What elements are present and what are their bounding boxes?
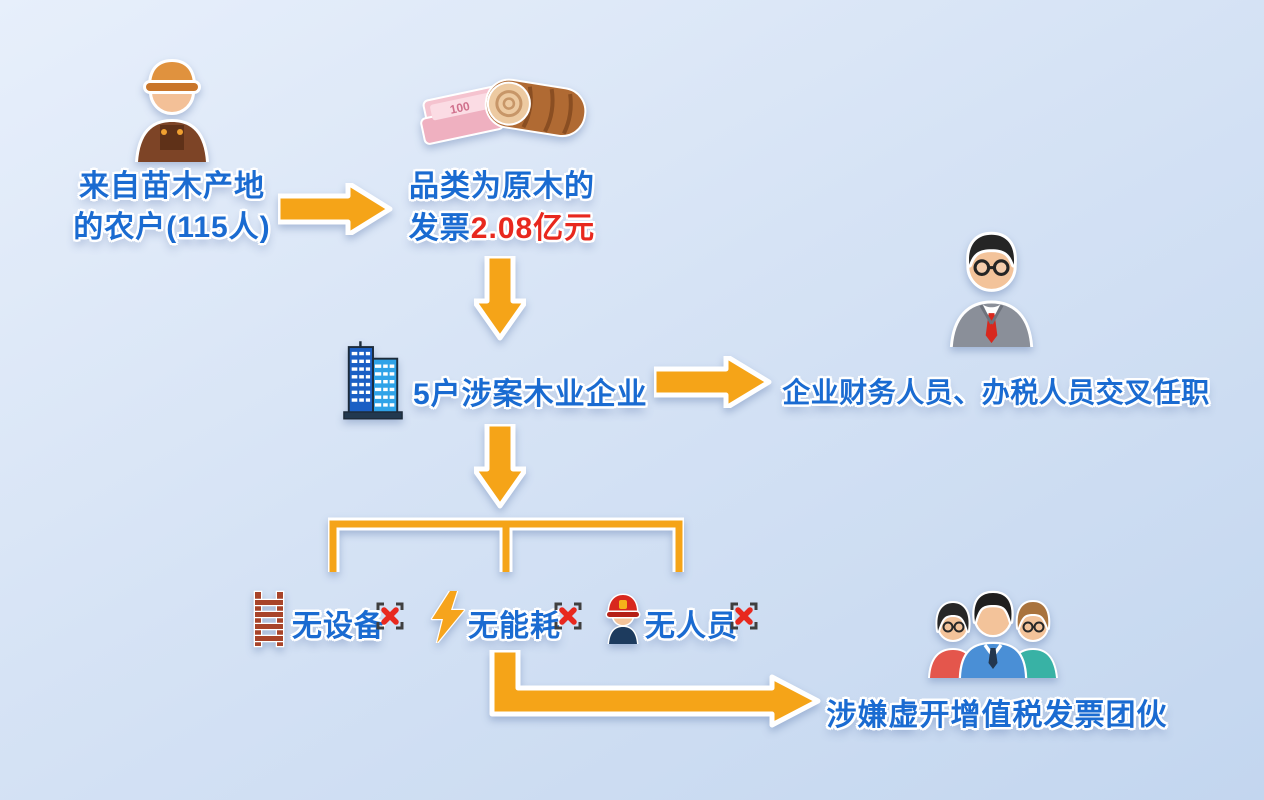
flow-arrow-checks-to-gang	[489, 650, 821, 728]
farmer-icon	[135, 59, 209, 162]
farmers-label-line2: 的农户(115人)	[73, 211, 271, 244]
flow-arrow-farmers-to-invoice	[278, 183, 393, 235]
no-equipment-label: 无设备	[292, 610, 385, 643]
gang-label: 涉嫌虚开增值税发票团伙	[826, 699, 1168, 732]
flow-arrow-companies-to-staff	[654, 356, 772, 408]
invoice-prefix: 发票	[408, 212, 471, 245]
x-mark-icon-energy	[554, 602, 582, 630]
x-mark-icon-staff	[730, 602, 758, 630]
buildings-icon	[343, 341, 403, 420]
branch-bracket	[328, 517, 684, 572]
farmers-label-line1: 来自苗木产地	[79, 170, 265, 203]
x-mark-icon-equipment	[376, 602, 404, 630]
no-energy-label: 无能耗	[468, 610, 561, 643]
flow-arrow-companies-to-checks	[474, 424, 526, 509]
firefighter-icon	[605, 593, 641, 644]
invoice-label-line2: 发票2.08亿元	[388, 208, 616, 250]
farmers-label: 来自苗木产地 的农户(115人)	[38, 166, 306, 248]
companies-label: 5户涉案木业企业	[413, 378, 648, 411]
businessman-icon	[949, 231, 1034, 347]
people-group-icon	[928, 590, 1058, 678]
no-staff-label: 无人员	[645, 610, 738, 643]
banknotes-log-icon: 100	[420, 78, 587, 145]
lightning-icon	[430, 591, 466, 643]
ladder-icon	[253, 590, 285, 648]
invoice-label-line1: 品类为原木的	[409, 170, 595, 203]
invoice-amount: 2.08亿元	[470, 212, 596, 245]
cross-staff-label: 企业财务人员、办税人员交叉任职	[782, 377, 1210, 408]
flow-arrow-invoice-to-companies	[474, 256, 526, 341]
invoice-label: 品类为原木的 发票2.08亿元	[388, 166, 616, 250]
banknote-denomination: 100	[449, 99, 472, 117]
